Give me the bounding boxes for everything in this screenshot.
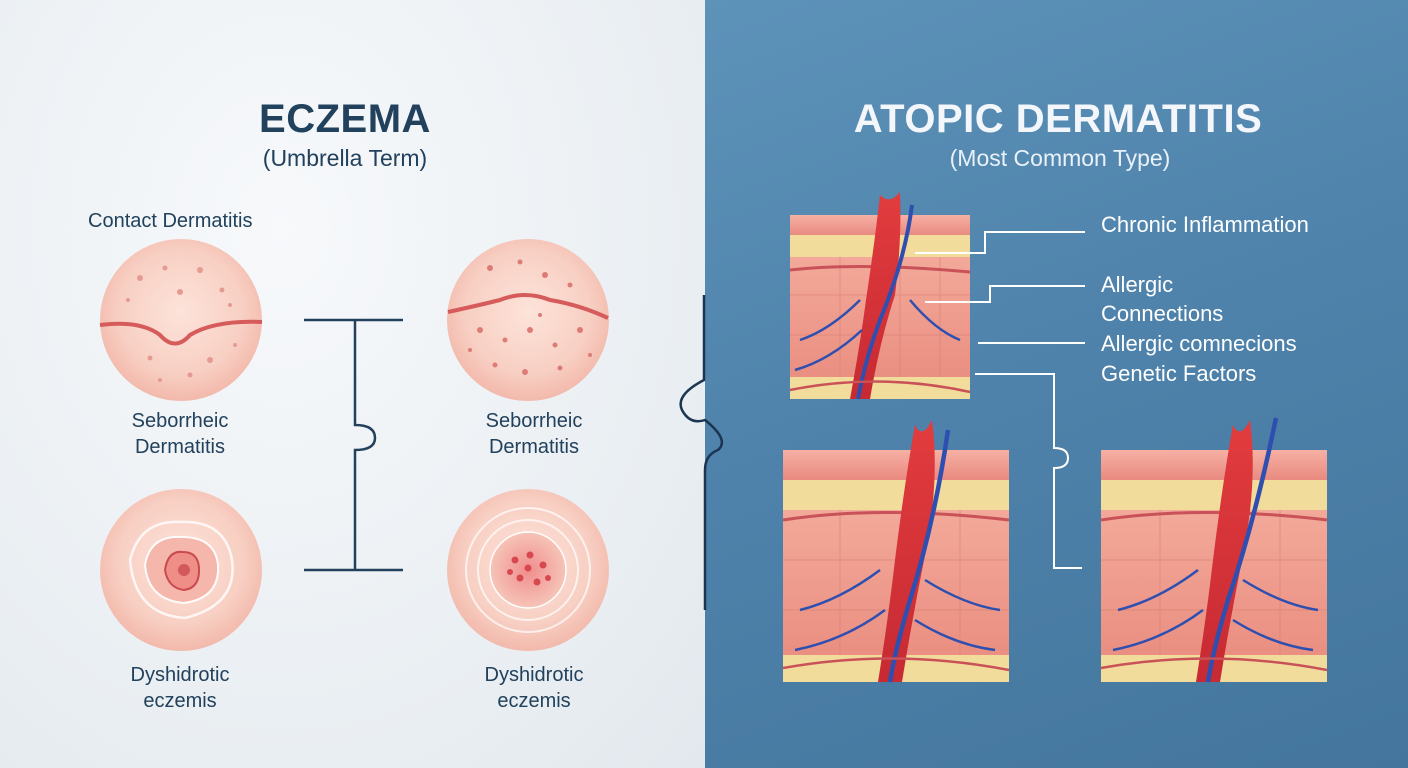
atopic-dermatitis-title: ATOPIC DERMATITIS bbox=[853, 97, 1263, 141]
callout-allergic: Allergic bbox=[1101, 272, 1174, 297]
circle-label-line: eczemis bbox=[497, 690, 571, 712]
contact-dermatitis-label: Contact Dermatitis bbox=[88, 210, 253, 232]
atopic-dermatitis-subtitle: (Most Common Type) bbox=[949, 145, 1171, 171]
circle-label-line: Seborrheic bbox=[485, 410, 583, 432]
skin-circle-2 bbox=[447, 239, 609, 401]
callout-chronic-inflammation: Chronic Inflammation bbox=[1101, 212, 1309, 237]
eczema-panel bbox=[0, 0, 705, 768]
callout-connections: Connections bbox=[1101, 301, 1224, 326]
skin-circle-4 bbox=[447, 489, 609, 651]
circle-label-4: Dyshidrotic eczemis bbox=[485, 662, 584, 714]
eczema-subtitle: (Umbrella Term) bbox=[262, 145, 428, 171]
skin-cross-section-top bbox=[789, 192, 971, 400]
callout-allergic-comnecions: Allergic comnecions bbox=[1101, 331, 1297, 356]
circle-label-line: Dermatitis bbox=[134, 436, 225, 458]
skin-circle-1 bbox=[99, 239, 263, 401]
callout-genetic-factors: Genetic Factors bbox=[1101, 361, 1257, 386]
divider-squiggle bbox=[679, 295, 724, 610]
circle-label-3: Dyshidrotic eczemis bbox=[131, 662, 230, 714]
eczema-title: ECZEMA bbox=[259, 97, 431, 141]
circle-label-1: Seborrheic Dermatitis bbox=[132, 408, 229, 460]
circle-label-line: Seborrheic bbox=[131, 410, 229, 432]
circle-label-line: Dyshidrotic bbox=[130, 664, 230, 686]
circle-label-line: Dyshidrotic bbox=[484, 664, 584, 686]
skin-cross-section-bottom-left bbox=[782, 420, 1010, 683]
skin-cross-section-bottom-right bbox=[1100, 417, 1328, 683]
skin-circle-3 bbox=[100, 489, 262, 651]
callout-lines bbox=[915, 231, 1085, 569]
circle-label-2: Seborrheic Dermatitis bbox=[486, 408, 583, 460]
circle-label-line: Dermatitis bbox=[488, 436, 579, 458]
circle-label-line: eczemis bbox=[143, 690, 217, 712]
category-bracket bbox=[304, 318, 403, 572]
